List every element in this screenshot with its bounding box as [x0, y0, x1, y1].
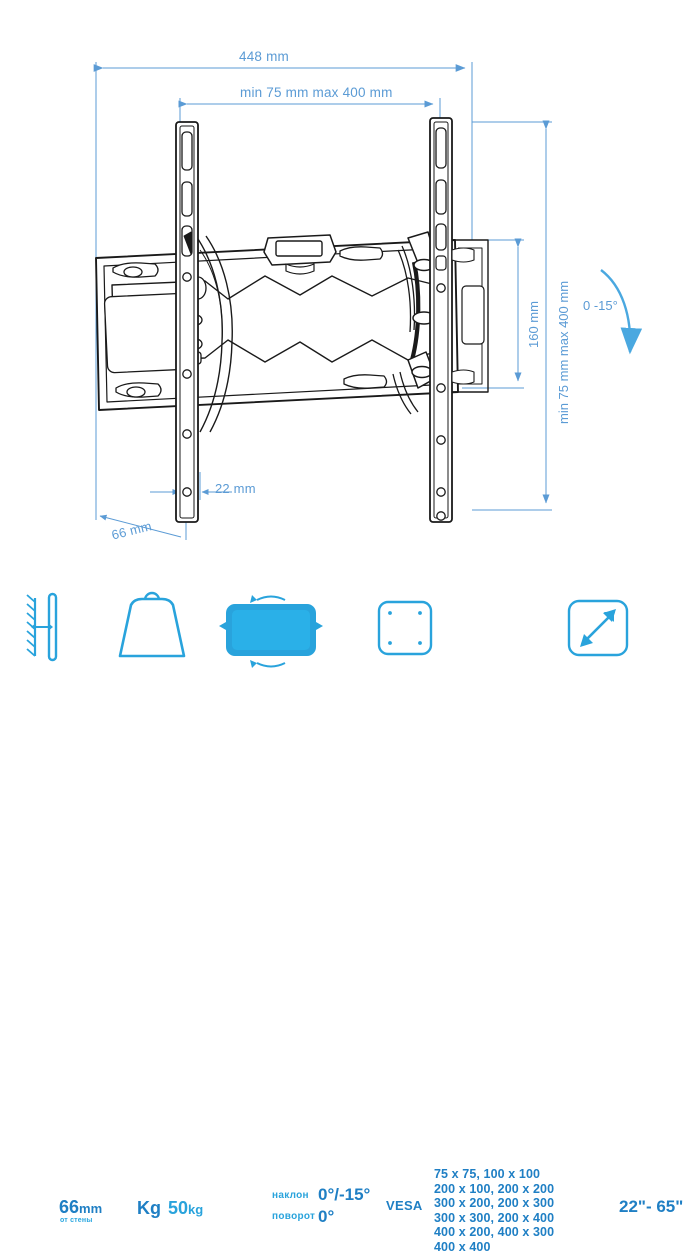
diagonal-value: 22"- 65": [619, 1197, 684, 1216]
vesa-line: 300 x 300, 200 x 400: [434, 1210, 555, 1225]
diagram-canvas: 448 mm min 75 mm max 400 mm min 75 mm ma…: [0, 49, 700, 1254]
vesa-line: 400 x 200, 400 x 300: [434, 1225, 555, 1240]
swivel-label: поворот: [272, 1211, 316, 1222]
hinge-arms-right: [392, 231, 437, 415]
weight-value: 50kg: [168, 1198, 203, 1219]
vesa-badge-label: VESA: [386, 1198, 423, 1213]
right-side-plate: [451, 239, 489, 393]
vesa-list: 75 x 75, 100 x 100 200 x 100, 200 x 200 …: [434, 1167, 554, 1255]
rail-right: [429, 117, 453, 523]
weight-icon-label: Kg: [137, 1198, 161, 1218]
vesa-icon: [377, 600, 433, 656]
weight-number: 50: [168, 1198, 189, 1218]
swivel-value: 0°: [318, 1207, 335, 1226]
diagonal-icon: [567, 599, 629, 657]
weight-icon: [118, 591, 186, 658]
spec-row: 66mm от стены Kg 50kg наклон 0°/-15° пов…: [0, 578, 700, 1254]
tilt-value: 0°/-15°: [318, 1185, 371, 1204]
tilt-arrow-icon: [600, 269, 643, 355]
tilt-label: наклон: [272, 1190, 309, 1201]
depth-value: 66mm: [59, 1197, 102, 1218]
depth-sublabel: от стены: [60, 1217, 93, 1224]
spec-icons: [26, 591, 629, 668]
dim-vesa-horizontal: min 75 mm max 400 mm: [240, 85, 393, 100]
vesa-line: 200 x 100, 200 x 200: [434, 1181, 555, 1196]
depth-number: 66: [59, 1197, 80, 1217]
dim-tilt-range: 0 -15°: [583, 298, 618, 313]
vesa-line: 300 x 200, 200 x 300: [434, 1196, 555, 1211]
rail-left: [175, 121, 199, 523]
depth-icon: [26, 592, 58, 662]
hinge-arms-left: [195, 235, 233, 433]
vesa-line: 75 x 75, 100 x 100: [434, 1167, 541, 1181]
weight-unit: kg: [188, 1202, 204, 1217]
dim-rail-width: 22 mm: [215, 481, 256, 496]
dim-overall-width: 448 mm: [239, 49, 289, 64]
bracket-drawing: [95, 117, 489, 523]
tv-tilt-icon: [219, 595, 323, 668]
centre-latch: [263, 234, 337, 275]
depth-unit: mm: [79, 1201, 103, 1216]
vesa-line: 400 x 400: [434, 1239, 491, 1254]
